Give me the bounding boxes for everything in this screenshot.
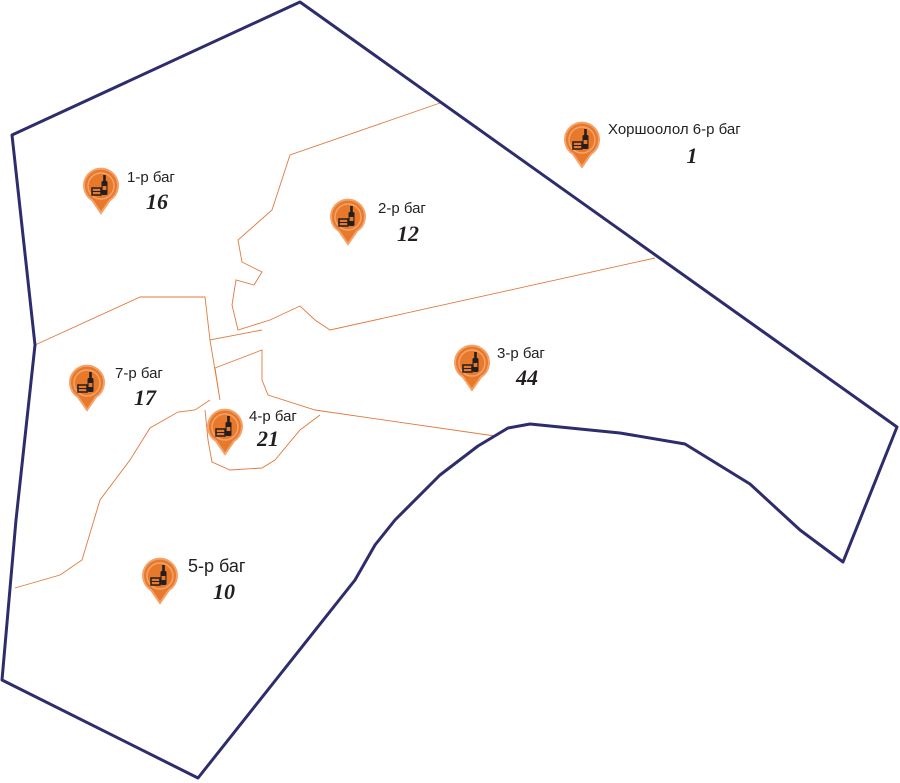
district-name-bag-2: 2-р баг: [378, 200, 426, 217]
bottle-store-icon: [83, 167, 119, 215]
district-name-bag-7: 7-р баг: [115, 365, 163, 382]
bottle-store-icon: [330, 198, 366, 246]
bottle-store-icon: [207, 408, 243, 456]
bottle-store-icon: [454, 344, 490, 392]
boundary-line: [14, 399, 211, 589]
store-count-bag-5: 10: [213, 579, 235, 604]
district-name-bag-5: 5-р баг: [188, 556, 246, 576]
store-count-bag-6: 1: [687, 143, 698, 168]
boundary-line: [209, 339, 496, 437]
marker-bag-5[interactable]: 5-р баг 10: [142, 556, 246, 605]
boundary-line: [34, 296, 263, 346]
marker-bag-3[interactable]: 3-р баг 44: [454, 344, 545, 392]
district-name-bag-1: 1-р баг: [127, 169, 175, 186]
bottle-store-icon: [69, 364, 105, 412]
store-count-bag-7: 17: [134, 385, 157, 410]
bottle-store-icon: [564, 121, 600, 169]
store-markers: Хоршоолол 6-р баг 1 1-р баг 16 2-р баг 12 3-р …: [69, 121, 741, 605]
marker-bag-6[interactable]: Хоршоолол 6-р баг 1: [564, 121, 741, 169]
bottle-store-icon: [142, 557, 178, 605]
store-count-bag-1: 16: [146, 189, 168, 214]
boundary-line: [204, 409, 321, 471]
district-name-bag-3: 3-р баг: [497, 345, 545, 362]
district-name-bag-6: Хоршоолол 6-р баг: [608, 121, 741, 138]
marker-bag-1[interactable]: 1-р баг 16: [83, 167, 175, 215]
district-boundaries: [14, 102, 656, 589]
marker-bag-7[interactable]: 7-р баг 17: [69, 364, 163, 412]
boundary-line: [231, 102, 656, 331]
store-count-bag-2: 12: [397, 221, 419, 246]
store-count-bag-4: 21: [256, 426, 279, 451]
marker-bag-2[interactable]: 2-р баг 12: [330, 198, 426, 246]
district-name-bag-4: 4-р баг: [249, 408, 297, 425]
store-count-bag-3: 44: [515, 365, 538, 390]
